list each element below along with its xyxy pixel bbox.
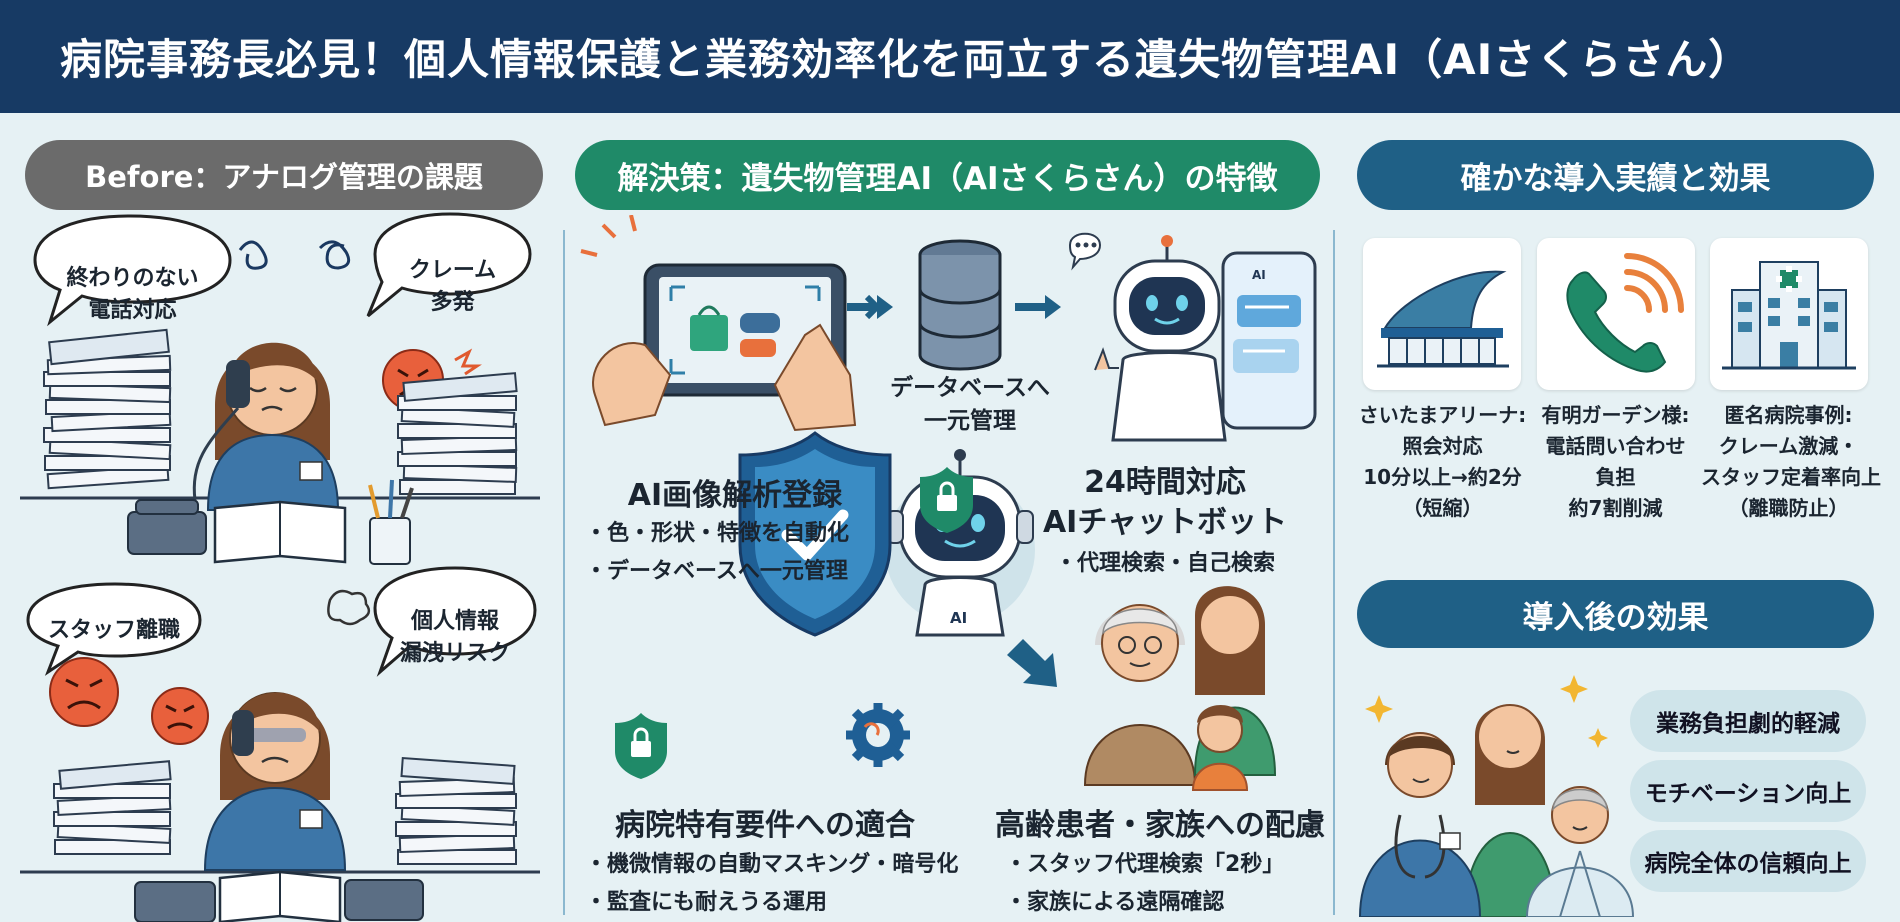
feature-elderly-care-title: 高齢患者・家族への配慮: [995, 808, 1325, 843]
database-icon: [918, 239, 1002, 371]
column-divider-right: [1333, 230, 1335, 915]
results-section-title: 確かな導入実績と効果: [1357, 140, 1874, 210]
feature-chatbot-bullets: 代理検索・自己検索: [1055, 545, 1275, 583]
hospital-icon: [1722, 261, 1856, 370]
family-icon: [1083, 586, 1277, 791]
staff-illustration: [1358, 675, 1635, 917]
before-illustration: [20, 212, 540, 922]
feature-hospital-requirements-bullets: 機微情報の自動マスキング・暗号化 監査にも耐えうる運用: [585, 846, 958, 922]
case-card-arena: [1363, 238, 1521, 390]
before-section-title: Before：アナログ管理の課題: [25, 140, 543, 210]
bullet-item: データベースへ一元管理: [585, 553, 849, 591]
bullet-item: スタッフ代理検索「2秒」: [1005, 846, 1284, 884]
case-card-phone: [1537, 238, 1695, 390]
bullet-item: 色・形状・特徴を自動化: [585, 515, 849, 553]
bubble-complaints: クレーム 多発: [408, 258, 497, 315]
case-text-hospital: 匿名病院事例:クレーム激減・スタッフ定着率向上（離職防止）: [1701, 403, 1881, 520]
feature-hospital-requirements-title: 病院特有要件への適合: [615, 808, 915, 843]
effects-section-title: 導入後の効果: [1357, 580, 1874, 648]
bubble-privacy-leak: 個人情報 漏洩リスク: [399, 609, 510, 666]
feature-image-analysis-bullets: 色・形状・特徴を自動化 データベースへ一元管理: [585, 515, 849, 591]
feature-chatbot-title: 24時間対応 AIチャットボット: [1042, 465, 1288, 540]
column-divider-left: [563, 230, 565, 915]
page-title: 病院事務長必見！個人情報保護と業務効率化を両立する遺失物管理AI（AIさくらさん…: [60, 35, 1752, 84]
case-text-phone: 有明ガーデン様:電話問い合わせ負担約7割削減: [1541, 403, 1690, 520]
bullet-item: 機微情報の自動マスキング・暗号化: [585, 846, 958, 884]
case-card-hospital: [1710, 238, 1868, 390]
bubble-endless-calls: 終わりのない 電話対応: [66, 266, 199, 323]
feature-image-analysis-title: AI画像解析登録: [627, 478, 843, 513]
phone-icon: [1566, 253, 1684, 373]
arena-icon: [1377, 270, 1509, 368]
feature-elderly-care-bullets: スタッフ代理検索「2秒」 家族による遠隔確認: [1005, 846, 1284, 922]
database-caption: データベースへ 一元管理: [890, 375, 1050, 434]
bullet-item: 代理検索・自己検索: [1055, 545, 1275, 583]
effect-workload-reduction: 業務負担劇的軽減: [1630, 690, 1866, 752]
chat-robot-icon: [1068, 232, 1317, 442]
header-bar: 病院事務長必見！個人情報保護と業務効率化を両立する遺失物管理AI（AIさくらさん…: [0, 0, 1900, 113]
bubble-staff-turnover: スタッフ離職: [47, 618, 180, 643]
bullet-item: 家族による遠隔確認: [1005, 884, 1284, 922]
robot-ai-label: AI: [950, 609, 968, 627]
effect-trust-up: 病院全体の信頼向上: [1630, 830, 1866, 892]
bullet-item: 監査にも耐えうる運用: [585, 884, 958, 922]
bottom-desk-scene: [20, 566, 540, 922]
top-desk-scene: [20, 212, 540, 565]
tablet-scan-icon: [580, 215, 857, 432]
solution-section-title: 解決策：遺失物管理AI（AIさくらさん）の特徴: [575, 140, 1320, 210]
effect-motivation-up: モチベーション向上: [1630, 760, 1866, 822]
phone-ai-label: AI: [1252, 268, 1266, 282]
